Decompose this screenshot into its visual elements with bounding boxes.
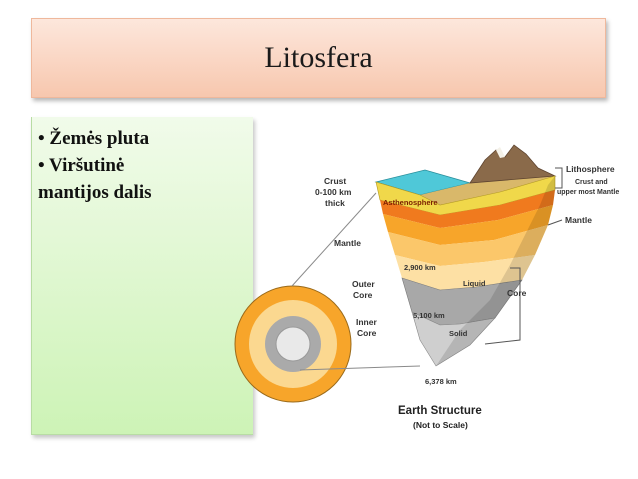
text-panel: • Žemės pluta • Viršutinė mantijos dalis bbox=[31, 117, 253, 435]
crust-label-line1: Crust bbox=[324, 176, 346, 186]
connector-top bbox=[291, 192, 377, 287]
outer-core-label-line2: Core bbox=[353, 290, 373, 300]
mantle-band-upper bbox=[383, 205, 553, 245]
depth-2900-label: 2,900 km bbox=[404, 263, 436, 272]
caption-title: Earth Structure bbox=[398, 405, 482, 417]
earth-cross-section bbox=[234, 285, 352, 403]
mantle-right-label: Mantle bbox=[565, 215, 592, 225]
depth-5100-label: 5,100 km bbox=[413, 311, 445, 320]
connector-lines bbox=[291, 192, 421, 371]
crust-label-line3: thick bbox=[325, 198, 345, 208]
inner-core-label-line1: Inner bbox=[356, 317, 377, 327]
lithosphere-label: Lithosphere bbox=[566, 164, 615, 174]
asthenosphere-band bbox=[380, 190, 555, 228]
bullet-2-continuation: mantijos dalis bbox=[38, 182, 152, 203]
inner-core-label-line2: Core bbox=[357, 328, 377, 338]
inner-core-wedge bbox=[411, 311, 496, 367]
core-bracket bbox=[484, 267, 521, 345]
title-box: Litosfera bbox=[31, 18, 606, 98]
connector-bottom bbox=[299, 365, 421, 371]
right-brackets bbox=[484, 167, 563, 345]
mountain-snow bbox=[496, 147, 505, 158]
lithosphere-bracket bbox=[555, 167, 563, 189]
diagram-caption: Earth Structure (Not to Scale) bbox=[398, 405, 482, 430]
lithosphere-sub-line2: upper most Mantle bbox=[557, 189, 619, 196]
right-labels: Lithosphere Crust and upper most Mantle … bbox=[507, 164, 619, 298]
inner-core-circle bbox=[275, 326, 311, 362]
bullet-1: • Žemės pluta bbox=[38, 128, 150, 149]
mantle-band-mid bbox=[388, 225, 548, 266]
mantle-left-label: Mantle bbox=[334, 238, 361, 248]
crust-label-line2: 0-100 km bbox=[315, 187, 352, 197]
slide-title: Litosfera bbox=[264, 41, 373, 74]
left-labels: Crust 0-100 km thick Mantle Outer Core I… bbox=[315, 176, 377, 338]
wedge-labels: Asthenosphere 2,900 km Liquid 5,100 km S… bbox=[383, 198, 486, 386]
caption-subtitle: (Not to Scale) bbox=[413, 420, 468, 430]
outer-core-label-line1: Outer bbox=[352, 279, 375, 289]
mountain-range bbox=[469, 144, 557, 184]
mantle-band-lower bbox=[395, 255, 535, 290]
liquid-label: Liquid bbox=[463, 279, 486, 288]
core-right-label: Core bbox=[507, 288, 527, 298]
earth-wedge bbox=[374, 144, 557, 367]
asthenosphere-label: Asthenosphere bbox=[383, 198, 438, 207]
lithosphere-sub-line1: Crust and bbox=[575, 179, 608, 186]
mantle-pointer bbox=[547, 219, 563, 226]
solid-label: Solid bbox=[449, 329, 468, 338]
bullet-2: • Viršutinė bbox=[38, 155, 125, 176]
depth-6378-label: 6,378 km bbox=[425, 377, 457, 386]
